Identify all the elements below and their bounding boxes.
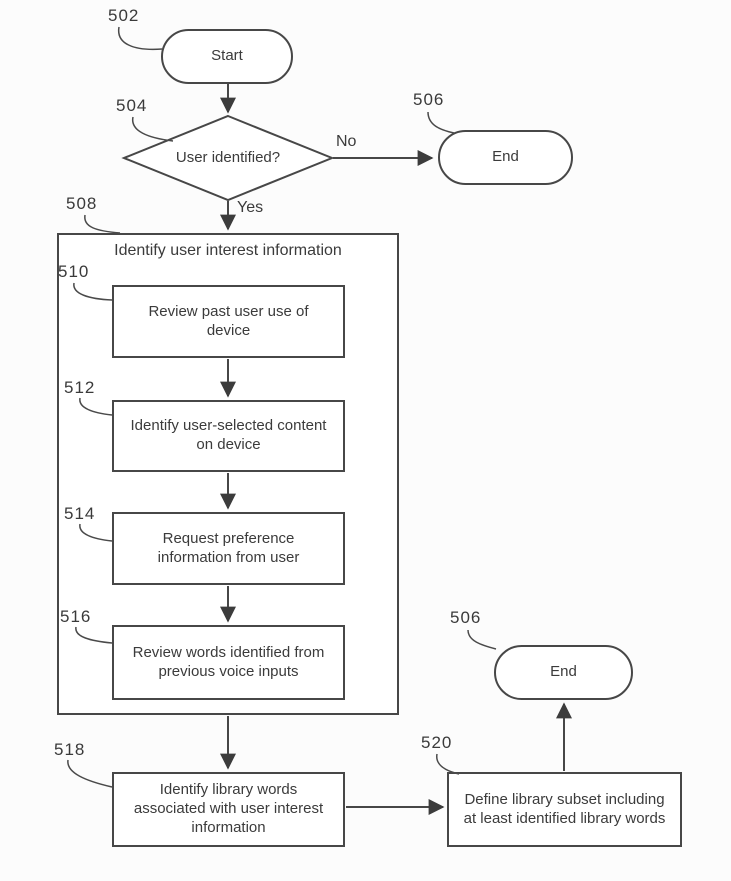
ref-502: 502	[108, 6, 140, 25]
ref-506-top: 506	[413, 90, 445, 109]
step-510-label: Review past user use of device	[148, 302, 309, 339]
step-518-box: Identify library words associated with u…	[112, 772, 345, 847]
leader-506-top	[427, 111, 455, 134]
decision-label: User identified?	[175, 149, 281, 166]
start-node: Start	[161, 29, 293, 84]
leader-502	[118, 26, 163, 51]
ref-510: 510	[58, 262, 90, 281]
leader-518	[67, 759, 113, 788]
group-title: Identify user interest information	[114, 242, 342, 259]
ref-504: 504	[116, 96, 148, 115]
step-520-box: Define library subset including at least…	[447, 772, 682, 847]
step-510-box: Review past user use of device	[112, 285, 345, 358]
edge-label-no: No	[336, 133, 357, 150]
end-node-top: End	[438, 130, 573, 185]
step-514-label: Request preference information from user	[157, 529, 300, 566]
ref-514: 514	[64, 504, 96, 523]
step-518-label: Identify library words associated with u…	[133, 781, 324, 836]
ref-516: 516	[60, 607, 92, 626]
leader-520	[436, 753, 460, 775]
end-top-label: End	[492, 148, 519, 166]
ref-508: 508	[66, 194, 98, 213]
start-label: Start	[211, 47, 243, 65]
end-bottom-label: End	[550, 663, 577, 681]
ref-518: 518	[54, 740, 86, 759]
ref-520: 520	[421, 733, 453, 752]
ref-506-bottom: 506	[450, 608, 482, 627]
ref-512: 512	[64, 378, 96, 397]
leader-506-bottom	[467, 629, 497, 650]
step-516-box: Review words identified from previous vo…	[112, 625, 345, 700]
step-514-box: Request preference information from user	[112, 512, 345, 585]
leader-504	[132, 116, 174, 142]
step-520-label: Define library subset including at least…	[463, 790, 666, 827]
end-node-bottom: End	[494, 645, 633, 700]
edge-label-yes: Yes	[237, 199, 264, 216]
step-512-label: Identify user-selected content on device	[130, 417, 327, 453]
step-512-box: Identify user-selected content on device	[112, 400, 345, 472]
step-516-label: Review words identified from previous vo…	[132, 643, 325, 680]
leader-508	[84, 214, 121, 234]
